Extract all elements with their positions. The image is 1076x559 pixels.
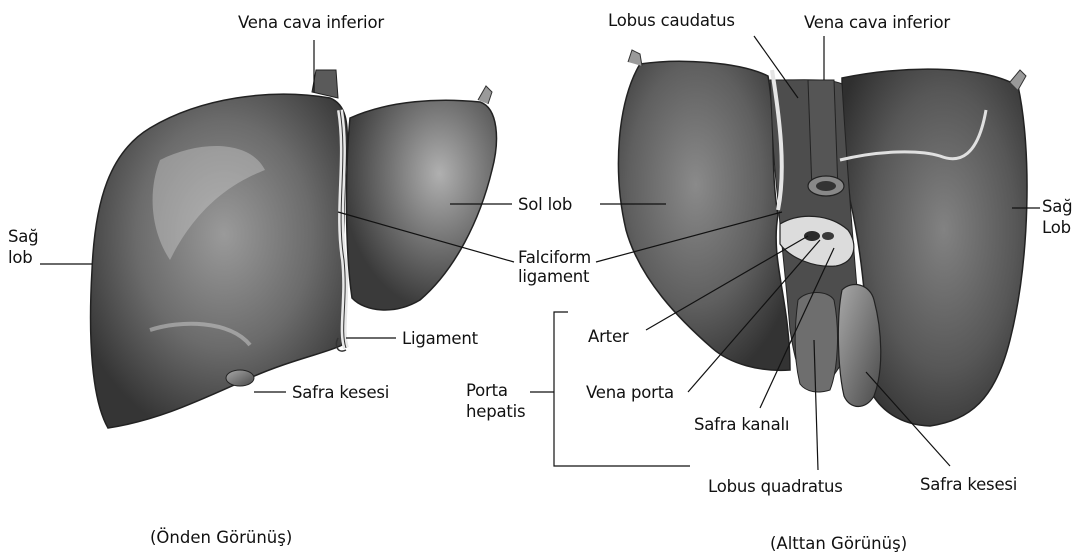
bottom-gallbladder-shape	[838, 285, 880, 407]
label-front-safra-kesesi: Safra kesesi	[292, 382, 389, 403]
bottom-view-liver	[618, 50, 1027, 426]
label-lobus-caudatus: Lobus caudatus	[608, 10, 735, 31]
front-right-lobe-shape	[91, 94, 348, 428]
label-vena-porta: Vena porta	[586, 382, 674, 403]
label-lobus-quadratus: Lobus quadratus	[708, 476, 843, 497]
label-porta-hepatis: Porta hepatis	[466, 380, 525, 422]
front-view-liver	[91, 70, 497, 428]
label-falciform-ligament: Falciform ligament	[518, 248, 591, 286]
label-front-sag-lob: Sağ lob	[8, 226, 38, 268]
bottom-left-lobe-shape	[618, 61, 790, 370]
label-front-sol-lob: Sol lob	[518, 194, 572, 215]
label-bottom-sag-lob: Sağ Lob	[1042, 196, 1072, 238]
caption-bottom-view: (Alttan Görünüş)	[770, 534, 907, 553]
bottom-lobus-quadratus-shape	[795, 293, 837, 393]
front-vena-cava-shape	[312, 70, 338, 98]
label-bottom-vena-cava-inferior: Vena cava inferior	[804, 12, 950, 33]
front-gallbladder-shape	[226, 370, 254, 386]
label-safra-kanali: Safra kanalı	[694, 414, 789, 435]
bottom-vena-cava-shape	[808, 80, 838, 190]
label-front-ligament: Ligament	[402, 328, 478, 349]
label-front-vena-cava-inferior: Vena cava inferior	[238, 12, 384, 33]
front-left-lobe-shape	[346, 100, 496, 310]
label-bottom-safra-kesesi: Safra kesesi	[920, 474, 1017, 495]
caption-front-view: (Önden Görünüş)	[150, 528, 292, 547]
label-arter: Arter	[588, 326, 628, 347]
